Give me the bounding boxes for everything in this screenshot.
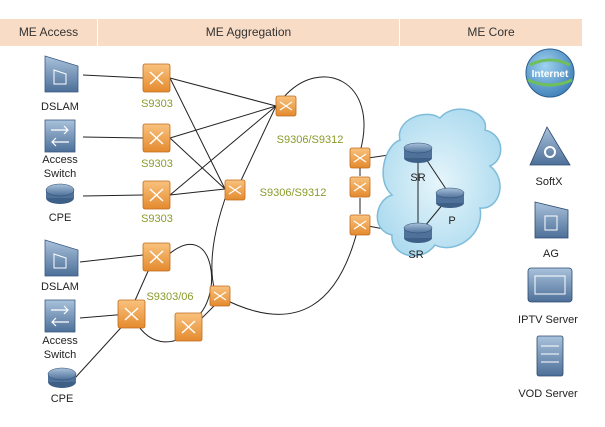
switch-s9303-c[interactable]	[142, 180, 171, 210]
router-p[interactable]	[435, 187, 465, 208]
router-sr-bottom[interactable]	[403, 222, 433, 243]
switch-core-2[interactable]	[349, 176, 371, 198]
link-cpe2-s9303	[74, 319, 129, 379]
switch-s9306-top[interactable]	[275, 95, 297, 117]
switch-s9303-f[interactable]	[174, 312, 203, 342]
dslam-bottom-icon[interactable]	[44, 239, 79, 277]
link-s9303b-s9306mid	[169, 137, 226, 190]
label-access-switch-top-2: Switch	[44, 168, 76, 180]
label-access-switch-top-1: Access	[42, 154, 78, 166]
label-cpe-top: CPE	[49, 212, 72, 224]
header-me-access: ME Access	[0, 19, 98, 46]
cpe-bottom-icon[interactable]	[47, 367, 77, 388]
link-s9303c-s9306mid	[169, 188, 226, 196]
label-vod-server: VOD Server	[518, 388, 578, 400]
links	[74, 74, 411, 379]
cloud-shape	[376, 108, 502, 257]
label-sr-top: SR	[410, 172, 425, 184]
link-s9303b-s9306top	[169, 105, 277, 139]
label-s9306-mid: S9306/S9312	[260, 187, 327, 199]
link-s9306top-core	[282, 76, 365, 153]
link-switch-s9303	[82, 136, 144, 139]
switch-s9303-b[interactable]	[142, 123, 171, 153]
label-access-switch-bottom-1: Access	[42, 335, 78, 347]
router-sr-top[interactable]	[403, 142, 433, 163]
ag-icon[interactable]	[534, 201, 569, 239]
header-me-core: ME Core	[400, 19, 582, 46]
vod-server-icon[interactable]	[536, 335, 564, 377]
switch-s9303-e[interactable]	[117, 299, 146, 329]
label-ag: AG	[543, 248, 559, 260]
label-dslam-top: DSLAM	[41, 101, 79, 113]
core-cloud	[376, 108, 502, 257]
header-me-aggregation: ME Aggregation	[98, 19, 400, 46]
iptv-server-icon[interactable]	[527, 267, 573, 303]
dslam-top-icon[interactable]	[44, 55, 79, 93]
labels: DSLAM Access Switch CPE DSLAM Access Swi…	[41, 98, 578, 405]
link-s9303a-s9306top	[169, 77, 277, 107]
link-s9303c-s9306top	[169, 105, 277, 196]
label-s9303-b: S9303	[141, 158, 173, 170]
access-switch-bottom-icon[interactable]	[44, 299, 76, 333]
internet-globe-icon[interactable]: Internet	[525, 48, 575, 98]
switch-ring[interactable]	[209, 285, 231, 307]
cpe-top-icon[interactable]	[45, 183, 75, 204]
label-iptv-server: IPTV Server	[518, 314, 578, 326]
link-ring-core	[217, 227, 359, 315]
switch-core-3[interactable]	[349, 214, 371, 236]
switch-s9303-d[interactable]	[142, 242, 171, 272]
label-dslam-bottom: DSLAM	[41, 281, 79, 293]
switch-s9303-a[interactable]	[142, 63, 171, 93]
label-access-switch-bottom-2: Switch	[44, 349, 76, 361]
label-s9303-a: S9303	[141, 98, 173, 110]
internet-label: Internet	[532, 69, 569, 80]
link-dslam-s9303	[82, 74, 144, 79]
link-cpe-s9303	[82, 194, 144, 197]
label-softx: SoftX	[536, 176, 564, 188]
label-cpe-bottom: CPE	[51, 393, 74, 405]
label-p: P	[448, 215, 455, 227]
switch-core-1[interactable]	[349, 147, 371, 169]
label-s9303-c: S9303	[141, 213, 173, 225]
link-dslam2-s9303	[79, 254, 144, 263]
link-s9303a-s9306mid	[169, 77, 226, 190]
softx-icon[interactable]	[529, 126, 571, 166]
link-s9306top-s9306mid	[236, 105, 277, 190]
label-s9303-06: S9303/06	[146, 291, 193, 303]
segment-header: ME Access ME Aggregation ME Core	[0, 0, 605, 46]
switch-s9306-mid[interactable]	[224, 179, 246, 201]
label-s9306-top: S9306/S9312	[277, 134, 344, 146]
label-sr-bottom: SR	[408, 249, 423, 261]
link-s9303e-s9303f	[167, 244, 212, 321]
access-switch-top-icon[interactable]	[44, 119, 76, 153]
